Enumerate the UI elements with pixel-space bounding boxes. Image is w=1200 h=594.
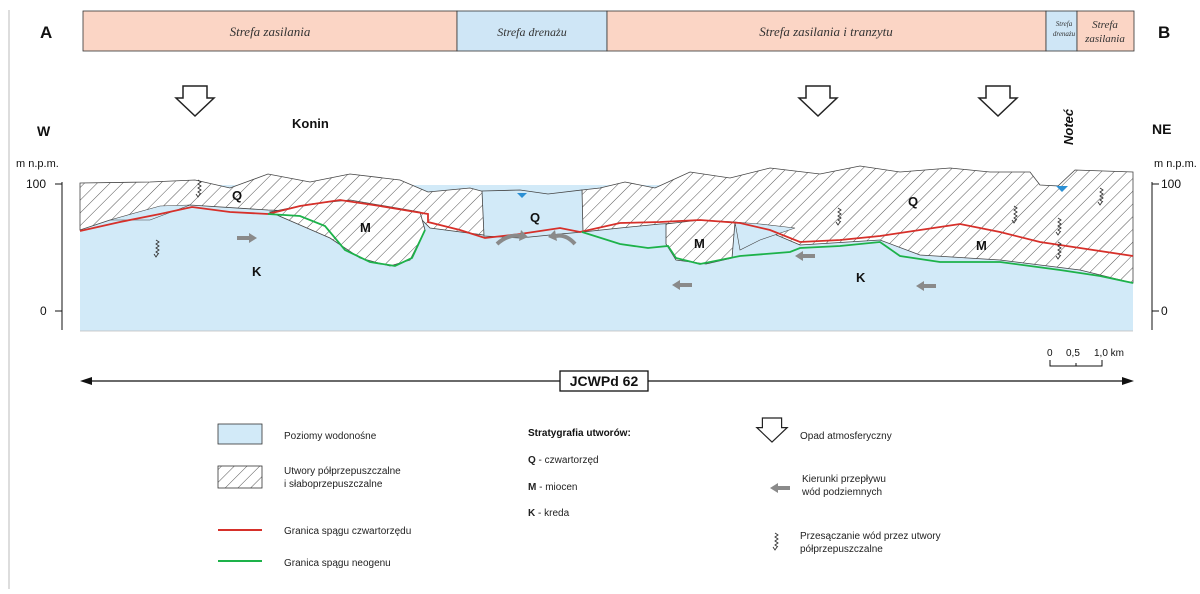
extent-label: JCWPd 62 [570, 373, 639, 389]
axis-tick-100-left: 100 [26, 177, 46, 191]
direction-west: W [37, 123, 51, 139]
zone-label-drainage-2-line2: drenażu [1053, 30, 1076, 38]
legend-red-line: Granica spągu czwartorzędu [284, 526, 411, 537]
zone-label-recharge-transit: Strefa zasilania i tranzytu [759, 24, 893, 39]
axis-tick-100-right: 100 [1161, 177, 1181, 191]
river-water-icon [517, 193, 527, 198]
scale-tick-one: 1,0 km [1094, 348, 1124, 359]
zone-recharge-2 [1076, 10, 1135, 52]
precipitation-arrow-icon [798, 85, 838, 117]
layer-label-m-3: M [976, 238, 987, 253]
elevation-axis-right: m n.p.m. 100 0 [1151, 158, 1197, 330]
scale-bar: 0 0,5 1,0 km [1047, 348, 1124, 367]
legend-seepage-icon [772, 532, 779, 551]
zone-label-recharge-1: Strefa zasilania [230, 24, 311, 39]
legend-strat-q: Q - czwartorzęd [528, 455, 599, 466]
legend-flow-line2: wód podziemnych [801, 487, 882, 498]
upflow-arrow-icon [495, 233, 521, 246]
legend-semi-permeable-line1: Utwory półprzepuszczalne [284, 466, 401, 477]
river-water-icon [1056, 186, 1068, 192]
legend-swatch-semi-permeable [217, 465, 263, 489]
quaternary-base-line [79, 199, 1134, 257]
legend-green-line: Granica spągu neogenu [284, 558, 391, 569]
layer-label-q-2: Q [530, 210, 540, 225]
place-river: Noteć [1061, 108, 1076, 145]
zone-label-recharge-2-line1: Strefa [1092, 19, 1118, 31]
place-town: Konin [292, 116, 329, 131]
zone-drainage-1 [456, 10, 608, 52]
aquifer-lens-middle [734, 221, 796, 251]
zone-label-recharge-2-line2: zasilania [1084, 33, 1125, 45]
upflow-arrow-icon [555, 233, 577, 246]
layer-label-q-1: Q [232, 188, 242, 203]
extent-indicator: JCWPd 62 [80, 370, 1134, 392]
zone-recharge-transit [606, 10, 1047, 52]
direction-east: NE [1152, 121, 1171, 137]
neogene-base-line-east [581, 231, 1134, 284]
scale-tick-0: 0 [1047, 348, 1053, 359]
layer-label-k-2: K [856, 270, 866, 285]
layer-label-k-1: K [252, 264, 262, 279]
precipitation-arrow-icon [978, 85, 1018, 117]
zone-label-drainage-2-line1: Strefa [1056, 20, 1073, 28]
legend-flow-arrow-icon [770, 483, 790, 493]
legend-strat-k: K - kreda [528, 508, 570, 519]
legend-seepage-line2: półprzepuszczalne [800, 544, 883, 555]
legend-seepage-line1: Przesączanie wód przez utwory [800, 531, 941, 542]
legend-strat-title: Stratygrafia utworów: [528, 428, 631, 439]
legend-strat-m: M - miocen [528, 482, 577, 493]
precipitation-arrow-icon [175, 85, 215, 117]
corner-letter-b: B [1158, 23, 1170, 42]
legend-aquifer: Poziomy wodonośne [284, 431, 377, 442]
axis-unit-left: m n.p.m. [16, 158, 59, 170]
zone-recharge-1 [82, 10, 458, 52]
neogene-base-line-west [267, 213, 426, 267]
zone-label-drainage-1: Strefa drenażu [497, 25, 566, 39]
elevation-axis-left: m n.p.m. 100 0 [16, 158, 63, 330]
layer-label-q-3: Q [908, 194, 918, 209]
zone-header: Strefa zasilania Strefa drenażu Strefa z… [82, 10, 1135, 52]
legend-precipitation-icon [756, 417, 788, 443]
layer-label-m-2: M [694, 236, 705, 251]
legend-flow-line1: Kierunki przepływu [802, 474, 886, 485]
legend: Poziomy wodonośne Utwory półprzepuszczal… [217, 417, 941, 569]
axis-tick-0-right: 0 [1161, 304, 1168, 318]
layer-label-m-1: M [360, 220, 371, 235]
legend-swatch-aquifer [217, 423, 263, 445]
scale-tick-half: 0,5 [1066, 348, 1080, 359]
corner-letter-a: A [40, 23, 52, 42]
geologic-cross-section: Q Q Q M M M K K [79, 165, 1134, 332]
axis-tick-0-left: 0 [40, 304, 47, 318]
aquifer-lens-west [109, 204, 191, 221]
legend-semi-permeable-line2: i słaboprzepuszczalne [284, 479, 383, 490]
axis-unit-right: m n.p.m. [1154, 158, 1197, 170]
legend-precipitation: Opad atmosferyczny [800, 431, 892, 442]
